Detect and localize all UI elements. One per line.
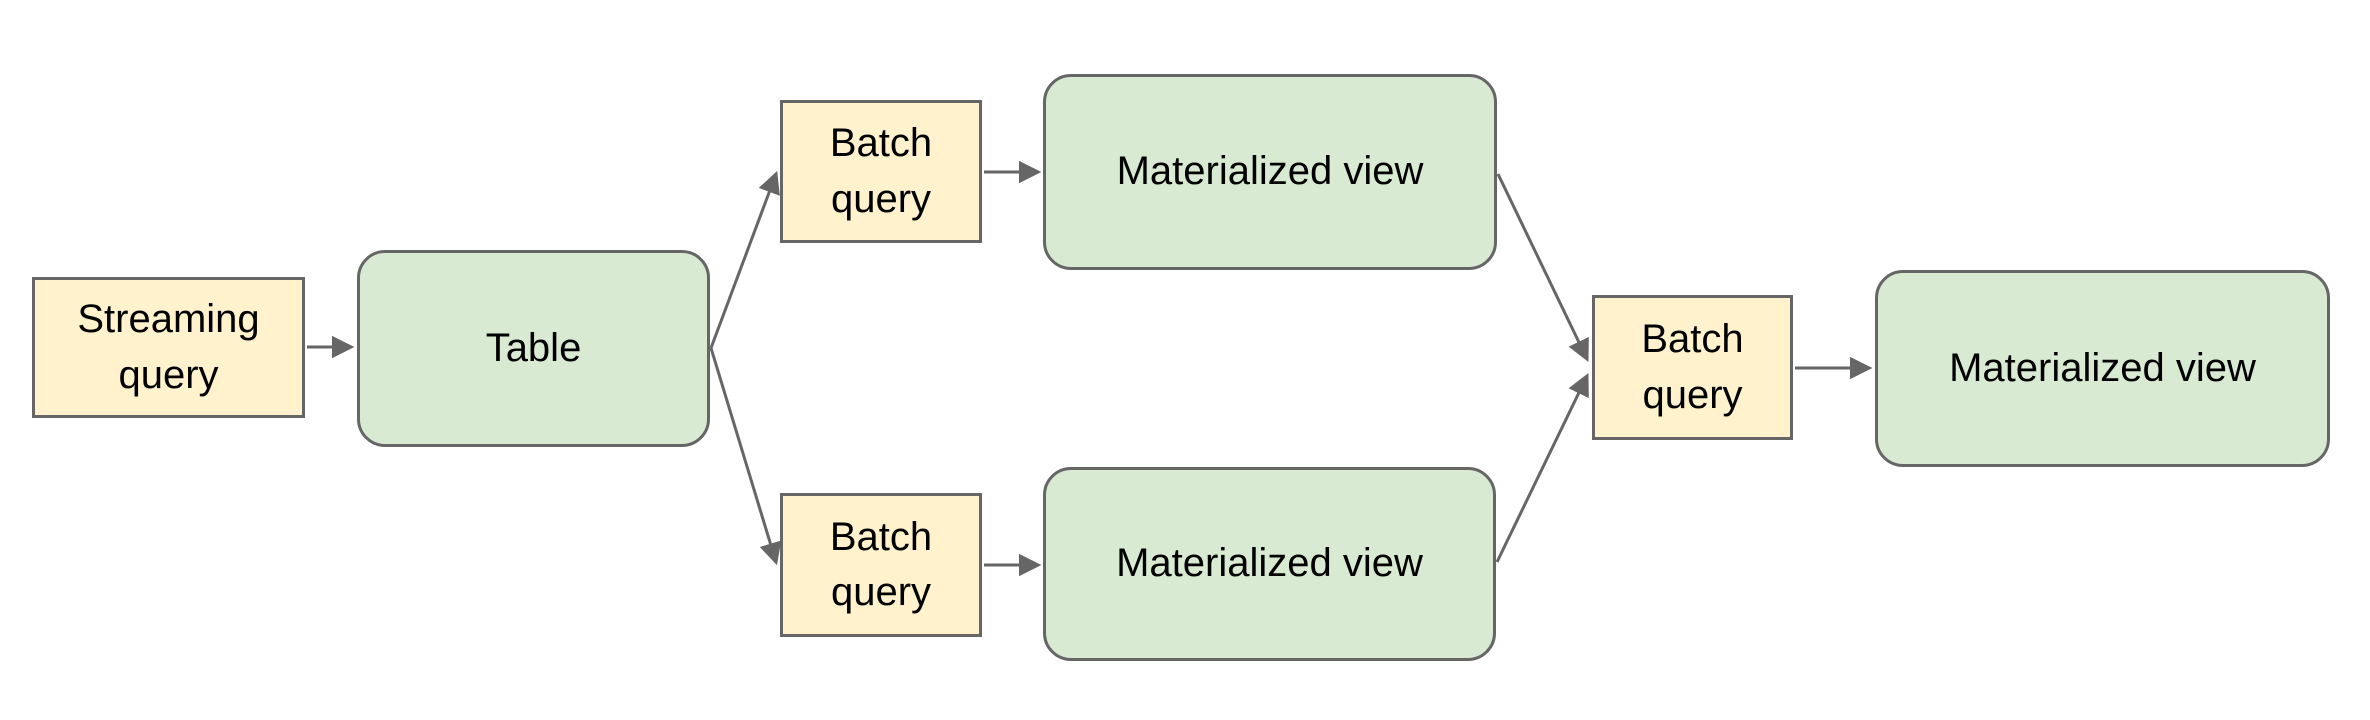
node-streaming-query: Streaming query bbox=[32, 277, 305, 418]
node-batch-query-bottom: Batch query bbox=[780, 493, 982, 637]
node-table-label: Table bbox=[485, 325, 582, 370]
node-materialized-view-right-label: Materialized view bbox=[1949, 345, 2256, 390]
arrow-table-to-batch-query-bottom bbox=[709, 347, 782, 566]
arrow-materialized-view-bottom-to-batch-query-right bbox=[1495, 372, 1589, 563]
node-batch-query-top: Batch query bbox=[780, 100, 982, 243]
node-materialized-view-top-label: Materialized view bbox=[1116, 149, 1424, 194]
node-streaming-query-label: Streaming query bbox=[77, 297, 260, 397]
node-batch-query-top-label: Batch query bbox=[829, 121, 933, 221]
node-materialized-view-bottom: Materialized view bbox=[1043, 467, 1496, 661]
node-batch-query-right: Batch query bbox=[1592, 295, 1793, 440]
node-materialized-view-bottom-label: Materialized view bbox=[1116, 541, 1423, 586]
node-table: Table bbox=[357, 250, 710, 447]
node-batch-query-right-label: Batch query bbox=[1641, 317, 1744, 417]
arrow-table-to-batch-query-top bbox=[709, 170, 780, 349]
arrow-materialized-view-top-to-batch-query-right bbox=[1496, 173, 1589, 363]
node-materialized-view-right: Materialized view bbox=[1875, 270, 2330, 467]
node-batch-query-bottom-label: Batch query bbox=[829, 514, 933, 614]
node-materialized-view-top: Materialized view bbox=[1043, 74, 1497, 270]
